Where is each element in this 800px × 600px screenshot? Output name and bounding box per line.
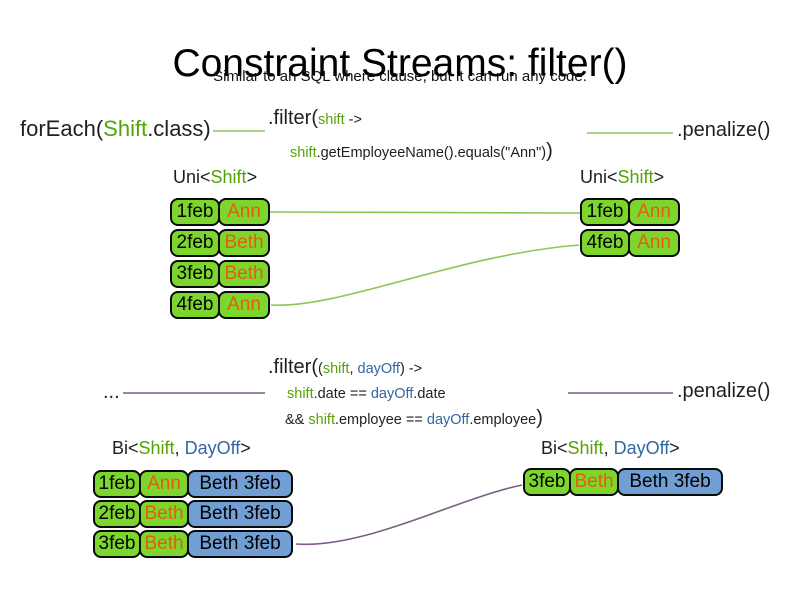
uni-table-input: 1feb Ann 2feb Beth 3feb Beth 4feb Ann [170,198,270,319]
dayoff-cell: Beth 3feb [617,468,723,496]
label-token-dayoff: DayOff [613,438,670,458]
code-token-shift-param: shift [290,145,317,161]
code-token: .employee [469,412,537,428]
code-token: , [349,361,358,377]
employee-cell: Ann [628,198,680,226]
code-token-close-paren: ) [536,407,543,429]
code-token-dayoff-param: dayOff [357,361,400,377]
code-token: .filter( [268,356,318,378]
code-token-shift-param: shift [287,386,314,402]
code-token: .employee == [334,412,427,428]
label-token-dayoff: DayOff [184,438,241,458]
dayoff-cell: Beth 3feb [187,470,293,498]
table-row: 2feb Beth Beth 3feb [93,500,293,528]
date-cell: 3feb [93,530,141,558]
label-token: Uni< [580,167,618,187]
code-token-dayoff-param: dayOff [370,386,414,402]
code-token-shift-param: shift [308,412,335,428]
code-foreach: forEach(Shift.class) [20,116,211,142]
label-bi-shift-dayoff-right: Bi<Shift, DayOff> [541,438,680,459]
label-token: Bi< [541,438,568,458]
code-token: .getEmployeeName().equals("Ann") [316,145,547,161]
employee-cell: Ann [218,291,270,319]
code-token: ( [318,361,323,377]
label-uni-shift-left: Uni<Shift> [173,167,257,188]
label-token: > [653,167,665,187]
code-filter2-line2: shift.date == dayOff.date [287,386,446,402]
code-penalize2: .penalize() [677,380,771,402]
line-3feb-match [295,484,523,546]
code-token-shift-param: shift [318,112,345,128]
code-filter2-head: .filter((shift, dayOff) -> [268,356,422,379]
employee-cell: Ann [218,198,270,226]
date-cell: 4feb [170,291,220,319]
table-row: 3feb Beth Beth 3feb [93,530,293,558]
employee-cell: Ann [628,229,680,257]
label-token: > [240,438,251,458]
employee-cell: Beth [139,500,189,528]
label-token: Uni< [173,167,211,187]
date-cell: 1feb [93,470,141,498]
bi-table-filtered: 3feb Beth Beth 3feb [523,468,723,496]
line-4feb-match [270,244,580,306]
date-cell: 4feb [580,229,630,257]
code-token: ) -> [399,361,423,377]
code-filter1-head: .filter(shift -> [268,107,362,130]
bi-table-input: 1feb Ann Beth 3feb 2feb Beth Beth 3feb 3… [93,470,293,558]
label-token: , [174,438,185,458]
employee-cell: Ann [139,470,189,498]
code-token-shift-type: Shift [103,116,148,141]
code-token-dayoff-param: dayOff [426,412,470,428]
code-token: forEach( [20,116,104,141]
code-token-shift-param: shift [322,361,350,377]
code-penalize1: .penalize() [677,119,771,141]
label-token-shift: Shift [210,167,247,187]
label-token-shift: Shift [138,438,175,458]
employee-cell: Beth [218,229,270,257]
date-cell: 3feb [170,260,220,288]
code-token: .date == [313,386,371,402]
code-token: .class) [147,116,211,141]
table-row: 4feb Ann [580,229,680,257]
code-token-close-paren: ) [546,140,553,162]
table-row: 1feb Ann Beth 3feb [93,470,293,498]
code-dots: ... [103,381,120,403]
employee-cell: Beth [218,260,270,288]
label-uni-shift-right: Uni<Shift> [580,167,664,188]
date-cell: 2feb [170,229,220,257]
code-filter2-line3: && shift.employee == dayOff.employee) [285,407,543,430]
table-row: 1feb Ann [170,198,270,226]
code-filter1-body: shift.getEmployeeName().equals("Ann")) [290,140,553,163]
date-cell: 2feb [93,500,141,528]
label-token: > [246,167,258,187]
line-1feb-match [269,211,581,214]
code-token: .filter( [268,107,318,129]
label-token: > [669,438,680,458]
dayoff-cell: Beth 3feb [187,500,293,528]
page-title: Constraint Streams: filter() [172,42,628,86]
label-token-shift: Shift [567,438,604,458]
label-token-shift: Shift [617,167,654,187]
uni-table-filtered: 1feb Ann 4feb Ann [580,198,680,257]
date-cell: 1feb [580,198,630,226]
table-row: 4feb Ann [170,291,270,319]
date-cell: 1feb [170,198,220,226]
code-token: .date [413,386,446,402]
date-cell: 3feb [523,468,571,496]
code-token: && [285,412,309,428]
label-token: Bi< [112,438,139,458]
employee-cell: Beth [139,530,189,558]
table-row: 1feb Ann [580,198,680,226]
table-row: 3feb Beth [170,260,270,288]
employee-cell: Beth [569,468,619,496]
code-token: -> [344,112,362,128]
dayoff-cell: Beth 3feb [187,530,293,558]
label-bi-shift-dayoff-left: Bi<Shift, DayOff> [112,438,251,459]
page-subtitle: Similar to an SQL where clause, but it c… [213,68,587,85]
table-row: 2feb Beth [170,229,270,257]
table-row: 3feb Beth Beth 3feb [523,468,723,496]
label-token: , [603,438,614,458]
